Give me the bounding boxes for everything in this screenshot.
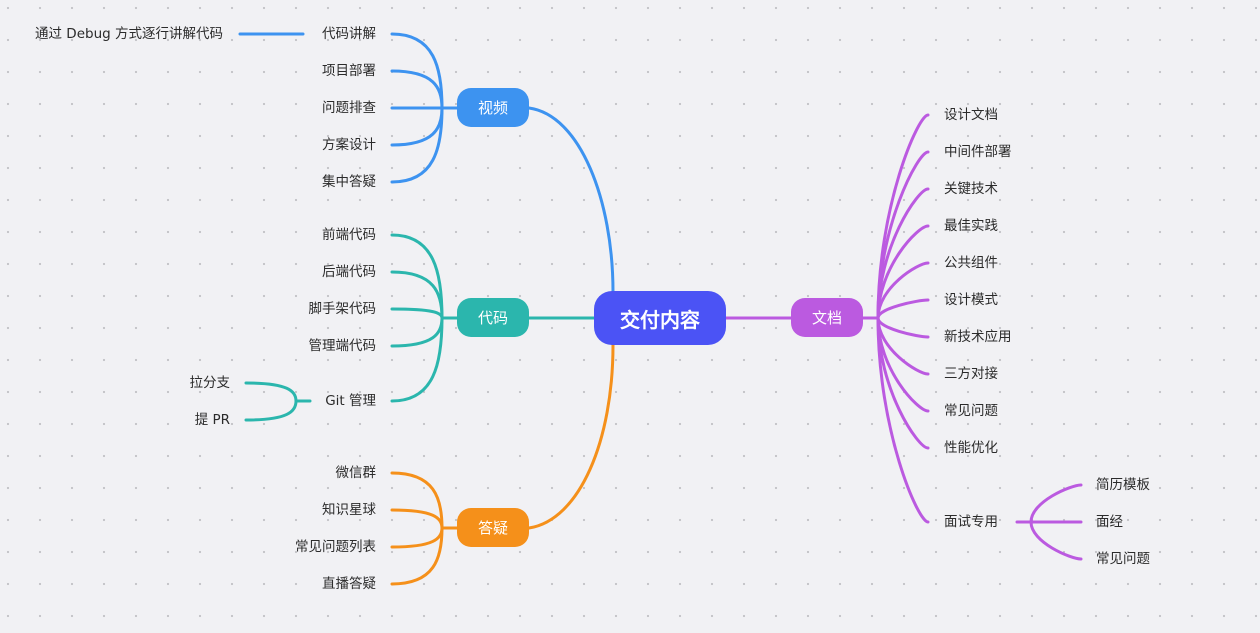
edge-docs-leaf-6 [876,316,930,339]
edge-docs-leaf-5 [876,298,930,320]
leaf-docs-5[interactable]: 设计模式 [944,292,998,308]
leaf-docs-0[interactable]: 设计文档 [944,107,998,123]
edge-root-qa [527,343,615,530]
edge-code-leaf-4 [390,316,444,403]
leaf-video-1[interactable]: 项目部署 [322,63,376,79]
leaf-docs-7[interactable]: 三方对接 [944,366,998,382]
leaf-video-2[interactable]: 问题排查 [322,100,376,116]
edge-qa-leaf-2 [390,526,444,549]
edge-interview-leaf-0 [1029,483,1083,524]
leaf-interview-2[interactable]: 常见问题 [1096,551,1150,567]
leaf-code-1[interactable]: 后端代码 [322,264,376,280]
root-node[interactable]: 交付内容 [594,291,726,345]
leaf-docs-10[interactable]: 面试专用 [944,514,998,530]
branch-node-code[interactable]: 代码 [457,298,529,337]
edge-git-leaf-1 [244,399,298,422]
leaf-git-0[interactable]: 拉分支 [189,375,231,391]
branch-node-video[interactable]: 视频 [457,88,529,127]
edge-video-leaf-1 [390,69,444,110]
edge-root-video [527,106,615,294]
edge-qa-leaf-0 [390,471,444,530]
edge-interview-leaf-2 [1029,520,1083,561]
leaf-docs-4[interactable]: 公共组件 [944,255,998,271]
leaf-docs-9[interactable]: 性能优化 [944,440,998,456]
branch-node-qa[interactable]: 答疑 [457,508,529,547]
branch-node-docs[interactable]: 文档 [791,298,863,337]
leaf-code-4[interactable]: Git 管理 [325,393,376,409]
leaf-qa-1[interactable]: 知识星球 [322,502,376,518]
edge-code-leaf-1 [390,270,444,320]
leaf-interview-1[interactable]: 面经 [1096,514,1123,530]
leaf-code-2[interactable]: 脚手架代码 [308,301,377,317]
leaf-code-3[interactable]: 管理端代码 [308,338,377,354]
leaf-docs-6[interactable]: 新技术应用 [944,329,1012,345]
edge-docs-leaf-10 [876,316,930,524]
leaf-docs-2[interactable]: 关键技术 [944,181,998,197]
edge-code-leaf-2 [390,307,444,320]
leaf-qa-0[interactable]: 微信群 [335,465,377,481]
leaf-video-3[interactable]: 方案设计 [322,137,376,153]
leaf-code-0[interactable]: 前端代码 [322,227,376,243]
leaf-docs-8[interactable]: 常见问题 [944,403,998,419]
leaf-docs-1[interactable]: 中间件部署 [944,144,1012,160]
edge-code-leaf-3 [390,316,444,348]
leaf-interview-0[interactable]: 简历模板 [1096,477,1150,493]
edge-qa-leaf-1 [390,508,444,530]
leaf-video-debug[interactable]: 通过 Debug 方式逐行讲解代码 [35,26,223,42]
edge-git-leaf-0 [244,381,298,403]
edge-qa-leaf-3 [390,526,444,586]
leaf-video-0[interactable]: 代码讲解 [322,26,376,42]
leaf-git-1[interactable]: 提 PR [194,412,230,428]
leaf-qa-2[interactable]: 常见问题列表 [295,539,376,555]
leaf-qa-3[interactable]: 直播答疑 [322,576,376,592]
leaf-video-4[interactable]: 集中答疑 [322,174,376,190]
edge-video-leaf-4 [390,106,444,184]
edge-video-leaf-3 [390,106,444,147]
leaf-docs-3[interactable]: 最佳实践 [944,218,998,234]
edge-docs-leaf-4 [876,261,930,320]
edge-docs-leaf-3 [876,224,930,320]
